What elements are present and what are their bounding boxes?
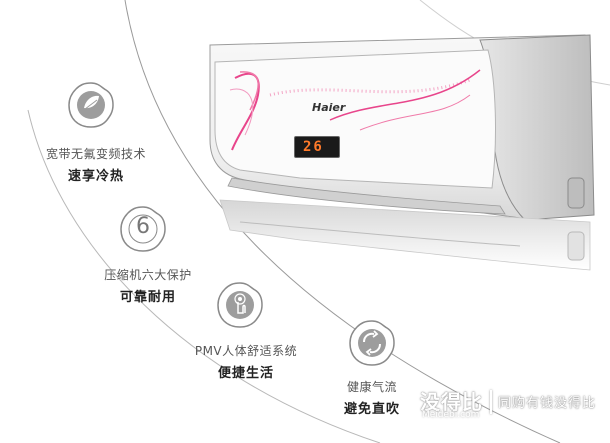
feature-4-title: 健康气流 [346,380,397,394]
watermark-logo: 没得比 [420,390,483,414]
feature-1-title: 宽带无氟变频技术 [45,147,146,161]
curve-line-inner [27,109,381,443]
watermark-slogan: 同购有钱没得比 [498,396,597,411]
feature-1: 宽带无氟变频技术 速享冷热 [36,145,156,184]
refresh-air-icon [349,320,395,366]
ac-reflection [219,199,591,271]
watermark-divider [490,390,492,414]
feature-2-subtitle: 可靠耐用 [119,290,176,305]
feature-3: PMV人体舒适系统 便捷生活 [186,342,306,381]
motion-sensor-icon [217,282,263,328]
leaf-frequency-icon [68,82,114,128]
watermark-domain: Meidebi.com [422,410,480,420]
feature-4-subtitle: 避免直吹 [343,402,400,417]
six-label: 6 [136,214,150,239]
temperature-display: 26 [294,136,340,158]
ac-vent [227,177,506,215]
feature-2-title: 压缩机六大保护 [104,268,192,282]
pink-dots [269,78,471,97]
ac-side-port [567,177,585,209]
pink-swirl [231,72,260,151]
feature-3-subtitle: 便捷生活 [217,366,274,381]
feature-1-subtitle: 速享冷热 [67,169,124,184]
watermark: 没得比 Meidebi.com 同购有钱没得比 [420,386,605,426]
temperature-digits: 26 [303,139,324,155]
feature-4: 健康气流 避免直吹 [312,378,432,417]
ac-front-panel [214,49,496,189]
six-protection-icon [120,206,166,252]
brand-logo: Haier [312,101,346,114]
feature-2: 压缩机六大保护 可靠耐用 [88,266,208,305]
feature-3-title: PMV人体舒适系统 [194,344,298,358]
